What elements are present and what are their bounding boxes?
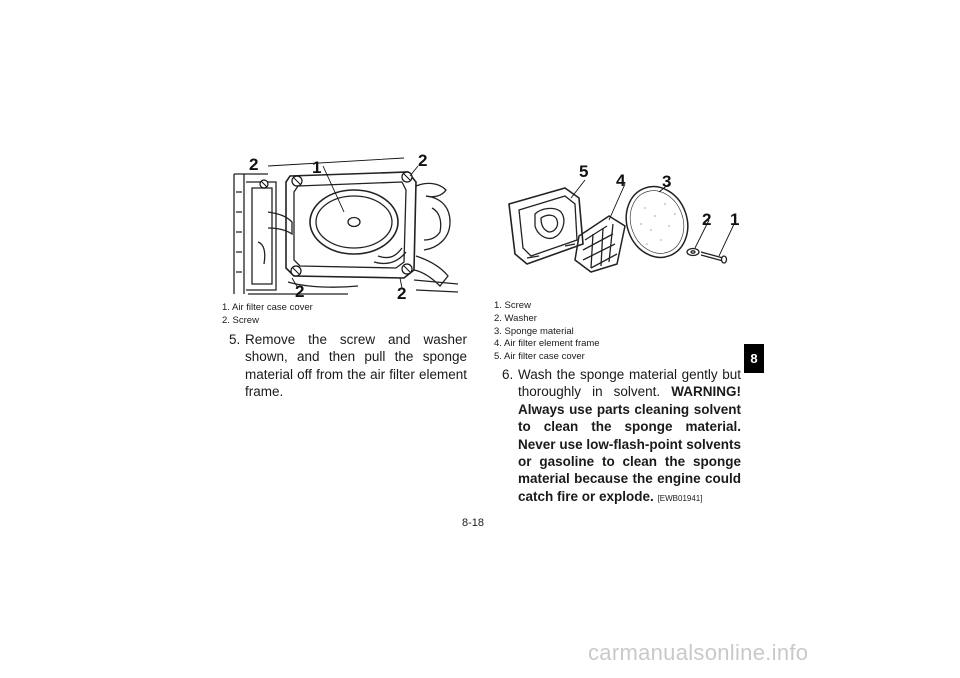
callout-2: 2: [702, 210, 712, 229]
section-tab: 8: [744, 344, 764, 373]
callout-2-top-right: 2: [418, 151, 428, 170]
page-number: 8-18: [462, 517, 485, 529]
callout-1: 1: [312, 158, 322, 177]
legend-item: 3. Sponge material: [494, 325, 574, 337]
warning-text: WARNING! Always use parts cleaning solve…: [518, 384, 741, 504]
legend-item: 1. Air filter case cover: [222, 302, 313, 313]
legend-item: 4. Air filter element frame: [494, 338, 600, 350]
legend-item: 1. Screw: [494, 300, 531, 311]
callout-2-bottom-right: 2: [397, 284, 407, 303]
legend-item: 2. Washer: [494, 312, 537, 324]
step-number: 6.: [502, 367, 514, 382]
callout-2-top-left: 2: [249, 155, 259, 174]
callout-4: 4: [616, 171, 626, 190]
air-filter-exploded-view-illustration: [508, 179, 736, 273]
warning-code: [EWB01941]: [657, 493, 703, 503]
legend-item: 2. Screw: [222, 314, 259, 326]
callout-2-bottom-left: 2: [295, 282, 305, 301]
left-figure-legend: 1. Air filter case cover 2. Screw: [222, 302, 313, 328]
step-text: Wash the sponge material gently but thor…: [518, 367, 741, 400]
right-figure-legend: 1. Screw 2. Washer 3. Sponge material 4.…: [494, 300, 600, 364]
air-filter-case-cover-illustration: [233, 157, 459, 295]
watermark: carmanualsonline.info: [588, 640, 809, 665]
callout-5: 5: [579, 162, 589, 181]
callout-1: 1: [730, 210, 740, 229]
step-5: 5. Remove the screw and washer shown, an…: [229, 331, 467, 401]
legend-item: 5. Air filter case cover: [494, 351, 585, 363]
step-number: 5.: [229, 332, 241, 347]
step-text: Remove the screw and washer shown, and t…: [245, 332, 467, 400]
callout-3: 3: [662, 172, 672, 191]
step-6: 6. Wash the sponge material gently but t…: [502, 366, 741, 507]
